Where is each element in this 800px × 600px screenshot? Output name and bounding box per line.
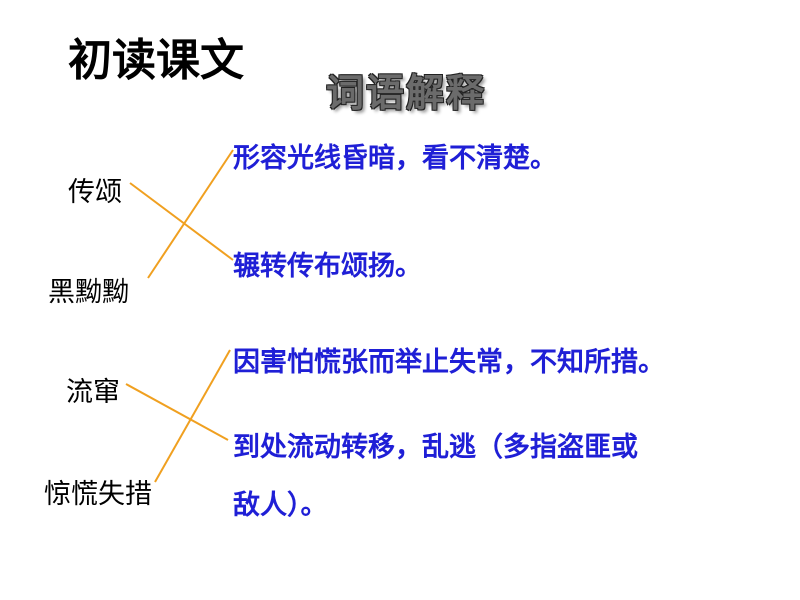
- definition-panic: 因害怕慌张而举止失常，不知所措。: [233, 347, 665, 378]
- connector-jinghuang-to-panic: [154, 349, 231, 483]
- connector-liucuan-to-roam: [125, 383, 229, 441]
- connector-heiyouyou-to-dim: [147, 149, 234, 279]
- definition-spread-praise: 辗转传布颂扬。: [233, 251, 422, 282]
- definition-roam-flee-line1: 到处流动转移，乱逃（多指盗匪或: [233, 432, 638, 463]
- vocab-word-chuansong: 传颂: [68, 177, 122, 208]
- page-title: 初读课文: [68, 35, 244, 86]
- vocab-word-heiyouyou: 黑黝黝: [48, 277, 129, 308]
- connector-chuansong-to-spread: [129, 182, 234, 261]
- definition-roam-flee-line2: 敌人）。: [233, 490, 328, 521]
- section-subtitle: 词语解释: [326, 70, 487, 115]
- definition-dim-light: 形容光线昏暗，看不清楚。: [233, 143, 557, 174]
- vocab-word-liucuan: 流窜: [66, 377, 120, 408]
- vocab-word-jinghuangshicuo: 惊慌失措: [44, 479, 152, 510]
